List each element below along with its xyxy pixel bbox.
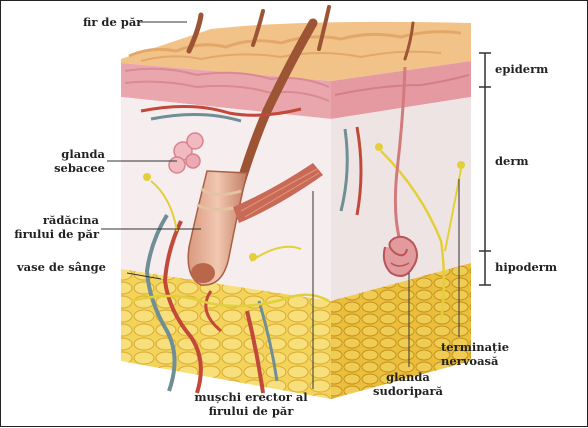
label-nerve-ending: terminație nervoasă [441, 340, 509, 368]
label-sebaceous-gland-line2: sebacee [37, 161, 105, 175]
layer-bracket [479, 53, 491, 285]
label-sweat-gland-line1: glanda [371, 370, 445, 384]
label-hair-root-line2: firului de păr [9, 227, 99, 241]
label-hair-root: rădăcina firului de păr [9, 213, 99, 241]
label-hair-shaft: fir de păr [83, 15, 142, 29]
layer-label-dermis: derm [495, 154, 529, 168]
label-arrector-muscle-line1: mușchi erector al [191, 390, 311, 404]
label-sebaceous-gland-line1: glanda [37, 147, 105, 161]
label-arrector-muscle: mușchi erector al firului de păr [191, 390, 311, 418]
label-nerve-ending-line1: terminație [441, 340, 509, 354]
layer-label-epidermis: epiderm [495, 62, 548, 76]
label-hair-root-line1: rădăcina [9, 213, 99, 227]
label-arrector-muscle-line2: firului de păr [191, 404, 311, 418]
label-blood-vessels: vase de sânge [17, 260, 106, 274]
layer-label-hypodermis: hipoderm [495, 260, 557, 274]
label-sebaceous-gland: glanda sebacee [37, 147, 105, 175]
label-nerve-ending-line2: nervoasă [441, 354, 509, 368]
label-sweat-gland: glanda sudoripară [371, 370, 445, 398]
label-sweat-gland-line2: sudoripară [371, 384, 445, 398]
